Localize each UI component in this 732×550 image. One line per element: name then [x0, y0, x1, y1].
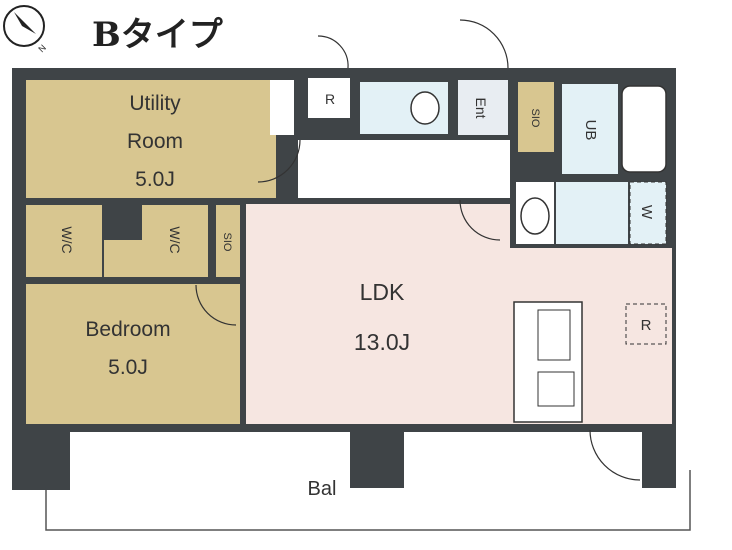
sio-closet	[216, 205, 240, 277]
utility-room	[26, 80, 276, 198]
utility-label-line2: Room	[127, 130, 183, 153]
door-swing	[195, 284, 237, 326]
wic-1-ext	[104, 240, 142, 277]
stove-icon	[537, 371, 575, 407]
plan-title: Bタイプ	[92, 15, 223, 55]
unit-bath-label: UB	[582, 120, 599, 141]
wic-2	[142, 205, 208, 277]
bathtub-icon	[621, 85, 667, 173]
storage-label: R	[325, 91, 335, 107]
entry-door-swing	[459, 19, 509, 69]
ldk	[246, 204, 510, 424]
washroom	[556, 182, 628, 244]
fridge-space	[625, 303, 667, 345]
fridge-label: R	[641, 317, 652, 334]
washbasin-icon	[520, 197, 550, 235]
column-right	[642, 430, 676, 488]
toilet-icon	[410, 91, 440, 125]
bedroom-size: 5.0J	[108, 356, 148, 379]
north-label: N	[36, 43, 48, 55]
wic-1	[26, 205, 102, 277]
entrance-label: Ent	[473, 97, 489, 118]
balcony-door-swing	[589, 429, 641, 481]
sio-2-label: SIO	[529, 109, 541, 128]
storage	[308, 78, 350, 118]
north-arrow-icon: N	[3, 5, 48, 55]
door-swing	[459, 199, 501, 241]
ldk-label: LDK	[360, 279, 405, 305]
door-swing	[317, 35, 349, 69]
ldk-size: 13.0J	[354, 329, 410, 355]
column-left	[12, 430, 70, 490]
unit-bath	[562, 84, 618, 174]
utility-closet	[270, 80, 294, 135]
utility-label-line1: Utility	[129, 92, 181, 115]
bedroom	[26, 284, 240, 424]
balcony-label: Bal	[308, 478, 337, 500]
wic-1-label: W/C	[59, 226, 75, 253]
sink-icon	[537, 309, 571, 361]
wic-2-label: W/C	[167, 226, 183, 253]
column-middle	[350, 430, 404, 488]
entrance	[458, 80, 508, 135]
balcony-rail	[45, 470, 691, 531]
utility-size: 5.0J	[135, 168, 175, 191]
corridor	[298, 140, 510, 198]
washer-label: W	[638, 205, 655, 220]
washer-space	[629, 181, 667, 245]
shoe-storage	[518, 82, 554, 152]
sio-1-label: SIO	[221, 233, 233, 252]
bedroom-label: Bedroom	[85, 318, 170, 341]
door-swing	[257, 139, 301, 183]
